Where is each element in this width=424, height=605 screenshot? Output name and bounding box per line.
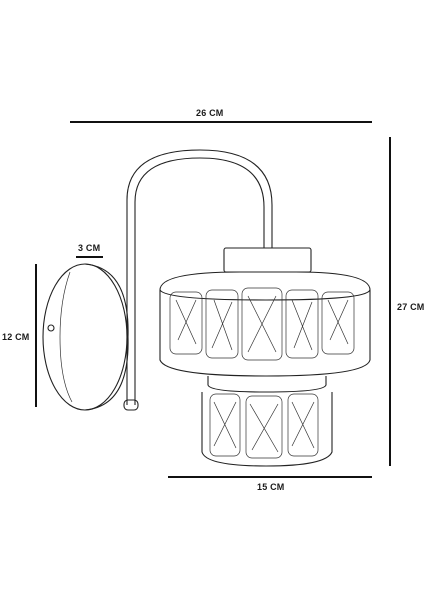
lower-crystal-ring: [201, 392, 333, 467]
label-shade-width: 15 CM: [257, 482, 285, 492]
label-backplate-height: 12 CM: [2, 332, 30, 342]
label-depth: 3 CM: [78, 243, 101, 253]
label-top-width: 26 CM: [196, 108, 224, 118]
upper-crystal-ring: [159, 287, 371, 377]
label-total-height: 27 CM: [397, 302, 424, 312]
backplate: [42, 263, 129, 411]
lamp-arm: [123, 149, 273, 411]
lamp-cap: [159, 247, 371, 291]
connector-band: [207, 376, 327, 393]
